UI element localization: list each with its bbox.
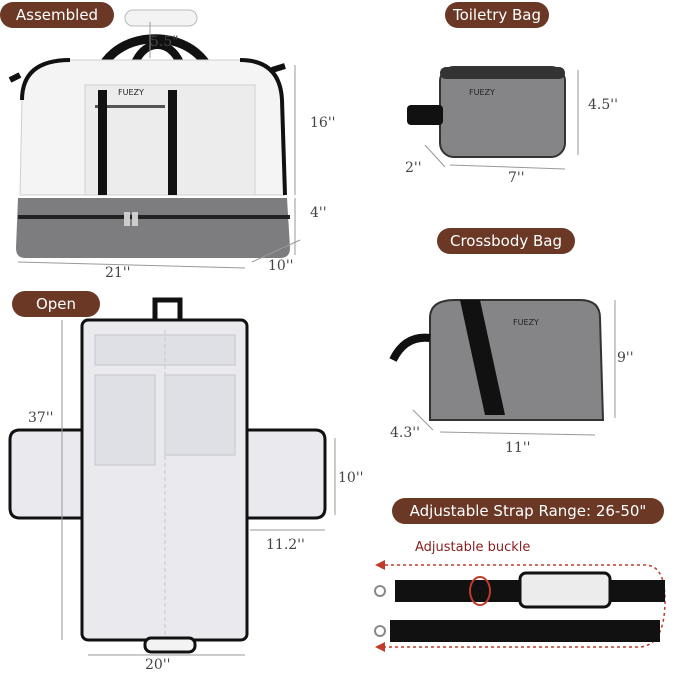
dim-assembled-handle: 5.5" bbox=[150, 34, 179, 50]
brand-logo-crossbody: FUEZY bbox=[513, 318, 539, 327]
label-strap-range: Adjustable Strap Range: 26-50" bbox=[392, 498, 664, 524]
dim-assembled-height: 16'' bbox=[310, 115, 336, 131]
dim-crossbody-width: 11'' bbox=[505, 440, 531, 456]
dim-open-wing-width: 11.2'' bbox=[266, 537, 305, 553]
dim-toiletry-depth: 2'' bbox=[405, 160, 422, 176]
crossbody-bag-image bbox=[389, 299, 616, 436]
note-adjustable-buckle: Adjustable buckle bbox=[415, 540, 531, 555]
label-open: Open bbox=[12, 291, 100, 317]
dim-toiletry-height: 4.5'' bbox=[588, 97, 618, 113]
dim-crossbody-depth: 4.3'' bbox=[390, 425, 420, 441]
dim-open-length: 37'' bbox=[28, 410, 54, 426]
open-garment-bag-image bbox=[8, 297, 336, 656]
shoulder-strap-image bbox=[374, 560, 666, 652]
toiletry-bag-image bbox=[407, 66, 579, 170]
dim-open-width: 20'' bbox=[145, 657, 171, 673]
dim-assembled-bottom: 4'' bbox=[310, 205, 327, 221]
dim-toiletry-width: 7'' bbox=[508, 170, 525, 186]
dim-assembled-depth: 10'' bbox=[268, 258, 294, 274]
assembled-duffel-image bbox=[8, 9, 301, 269]
dim-open-wing-height: 10'' bbox=[338, 470, 364, 486]
label-crossbody-bag: Crossbody Bag bbox=[437, 228, 575, 254]
brand-logo-assembled: FUEZY bbox=[118, 88, 144, 97]
label-toiletry-bag: Toiletry Bag bbox=[445, 2, 549, 28]
label-assembled: Assembled bbox=[0, 2, 114, 28]
brand-logo-toiletry: FUEZY bbox=[469, 88, 495, 97]
dim-crossbody-height: 9'' bbox=[617, 350, 634, 366]
dim-assembled-width: 21'' bbox=[105, 265, 131, 281]
